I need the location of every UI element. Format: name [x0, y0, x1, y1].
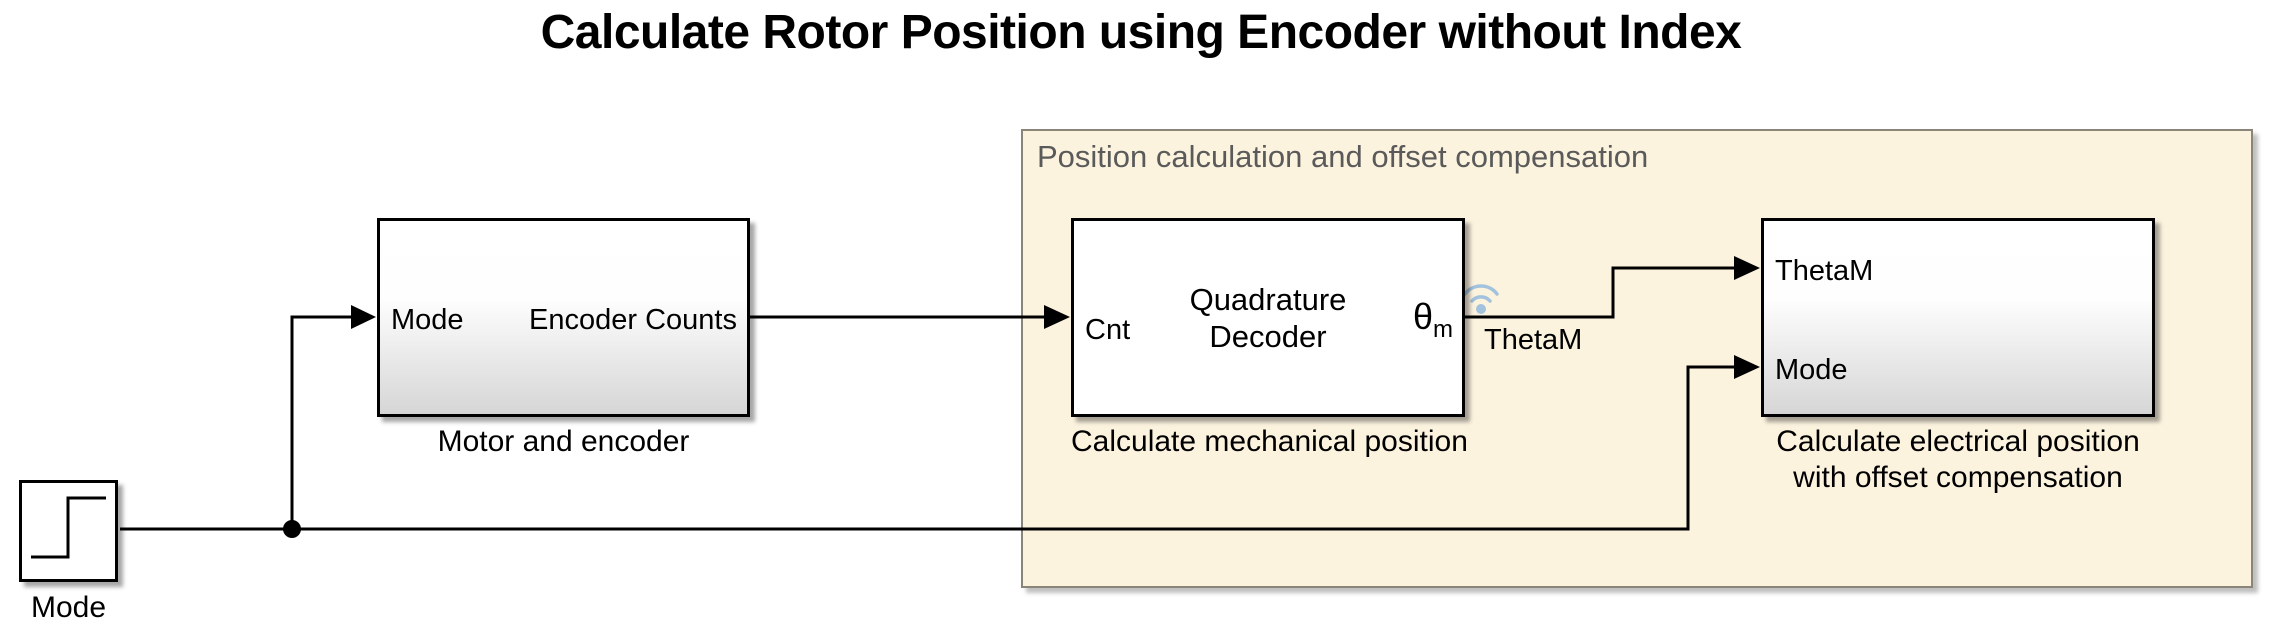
- step-signal-icon: [31, 496, 106, 559]
- motor-block-caption: Motor and encoder: [437, 425, 690, 458]
- decoder-port-label-theta-m: θm: [1412, 296, 1453, 344]
- thetam-signal-label[interactable]: ThetaM: [1484, 324, 1583, 356]
- electrical-port-label-thetam: ThetaM: [1775, 255, 1874, 287]
- wire-arrowhead-mode-electrical: [1734, 355, 1760, 379]
- wire-mode-signal[interactable]: [120, 365, 1736, 531]
- decoder-block-name: Quadrature Decoder: [1189, 281, 1347, 354]
- decoder-block-caption: Calculate mechanical position: [1071, 425, 1468, 458]
- diagram-title-annotation: Calculate Rotor Position using Encoder w…: [540, 6, 1742, 59]
- wire-thetam-signal[interactable]: [1465, 266, 1736, 319]
- step-block-caption: Mode: [30, 591, 107, 624]
- area-title: Position calculation and offset compensa…: [1037, 139, 1649, 174]
- calculate-electrical-position-block[interactable]: ThetaM Mode: [1761, 218, 2155, 417]
- decoder-port-label-cnt: Cnt: [1085, 314, 1131, 346]
- electrical-port-label-mode: Mode: [1775, 354, 1848, 386]
- wireless-logging-icon[interactable]: [1463, 284, 1499, 314]
- wire-arrowhead-encoder-decoder: [1044, 305, 1070, 329]
- wire-mode-branch[interactable]: [290, 315, 352, 529]
- wire-junction-dot: [283, 520, 301, 538]
- motor-port-label-mode: Mode: [391, 304, 464, 336]
- electrical-block-caption: Calculate electrical position with offse…: [1776, 425, 2140, 494]
- motor-and-encoder-block[interactable]: Mode Encoder Counts: [377, 218, 750, 417]
- wire-arrowhead-mode-motor: [351, 305, 376, 329]
- mode-step-source-block[interactable]: [19, 480, 118, 582]
- motor-port-label-encoder-counts: Encoder Counts: [529, 304, 737, 336]
- quadrature-decoder-block[interactable]: Cnt Quadrature Decoder θm: [1071, 218, 1465, 417]
- wire-arrowhead-thetam-electrical: [1734, 256, 1760, 280]
